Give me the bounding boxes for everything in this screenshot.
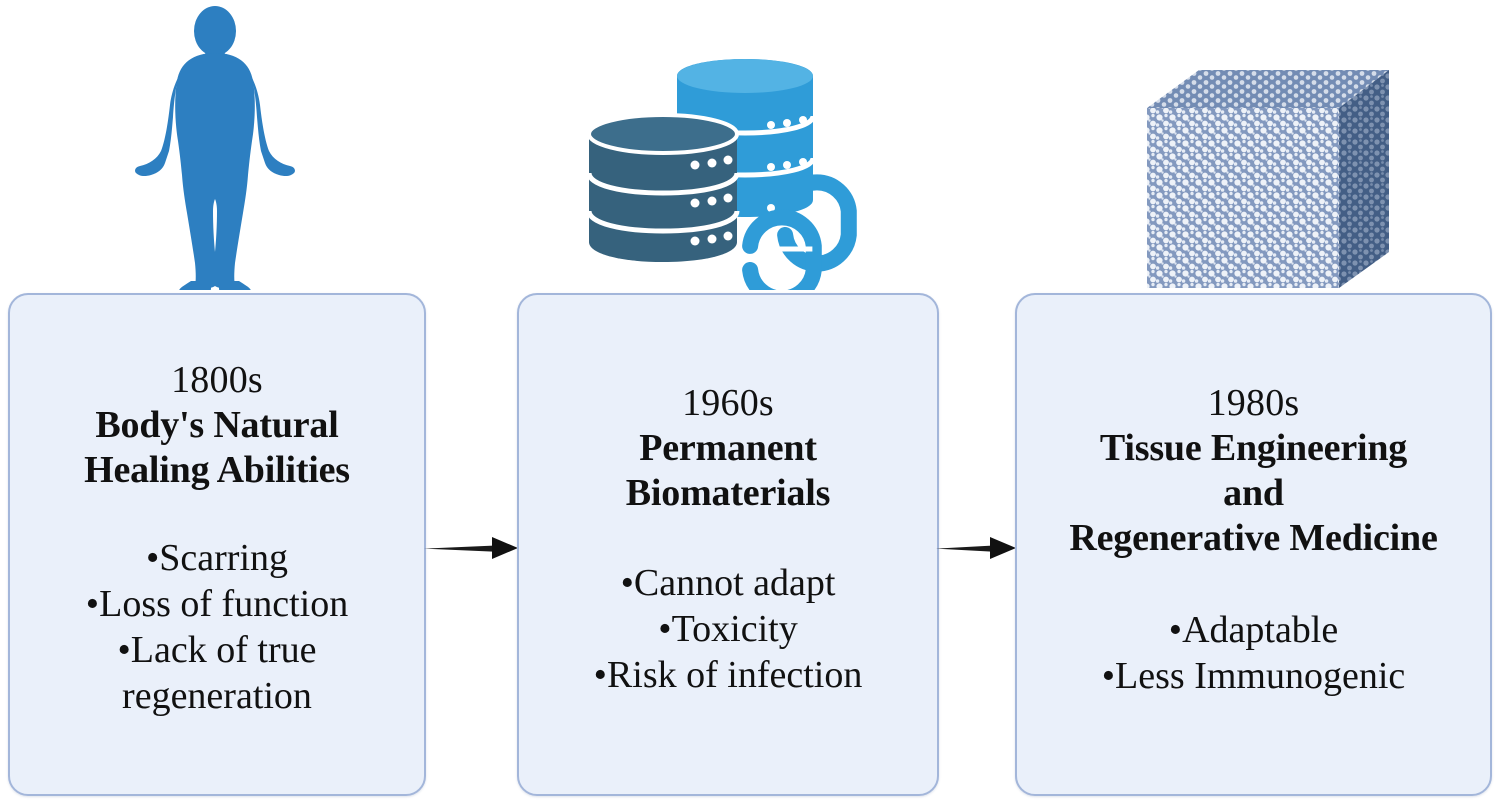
stage-title-line: and (1223, 472, 1284, 514)
bullet-glyph: • (85, 583, 100, 625)
chain-link-icon (742, 174, 857, 290)
stage-title-line: Regenerative Medicine (1069, 517, 1438, 559)
stage-title-line: Permanent (639, 427, 817, 469)
bullet-item-continuation: regeneration (86, 673, 348, 719)
stage-era-3: 1980s (1207, 382, 1300, 424)
bullet-glyph: • (658, 608, 672, 650)
porous-scaffold-cube-icon (1143, 62, 1393, 292)
stage-title-2: Permanent Biomaterials (625, 426, 831, 516)
bullet-text: Scarring (159, 537, 289, 579)
stage-title-line: Body's Natural (95, 404, 339, 446)
database-link-icon (585, 58, 870, 290)
bullet-item: •Adaptable (1102, 607, 1406, 653)
bullet-glyph: • (1101, 655, 1116, 697)
bullet-glyph: • (620, 562, 634, 604)
stage-box-1960s: 1960s Permanent Biomaterials •Cannot ada… (517, 293, 939, 796)
bullet-item: •Toxicity (594, 606, 863, 652)
bullet-text: Loss of function (99, 583, 349, 625)
stage-title-line: Healing Abilities (84, 449, 350, 491)
bullet-text: Adaptable (1182, 609, 1339, 651)
arrow-stage1-to-stage2 (424, 530, 520, 566)
stage-title-line: Biomaterials (625, 472, 831, 514)
stage-era-1: 1800s (171, 359, 263, 401)
bullet-text: Toxicity (671, 608, 798, 650)
bullet-item: •Less Immunogenic (1102, 653, 1406, 699)
stage-box-1980s: 1980s Tissue Engineering and Regenerativ… (1015, 293, 1492, 796)
arrow-stage2-to-stage3 (936, 530, 1018, 566)
bullet-text: Lack of true (130, 629, 317, 671)
stage-bullets-3: •Adaptable •Less Immunogenic (1102, 607, 1406, 699)
stage-box-1800s: 1800s Body's Natural Healing Abilities •… (8, 293, 426, 796)
bullet-item: •Risk of infection (594, 652, 863, 698)
bullet-glyph: • (117, 629, 131, 671)
stage-bullets-2: •Cannot adapt •Toxicity •Risk of infecti… (594, 560, 863, 698)
stage-bullets-1: •Scarring •Loss of function •Lack of tru… (86, 535, 348, 719)
bullet-item: •Cannot adapt (594, 560, 863, 606)
bullet-text: regeneration (122, 675, 312, 717)
bullet-text: Cannot adapt (633, 562, 836, 604)
bullet-text: Less Immunogenic (1115, 655, 1406, 697)
stage-title-1: Body's Natural Healing Abilities (84, 403, 350, 493)
human-body-icon (135, 5, 295, 290)
stage-title-line: Tissue Engineering (1099, 427, 1408, 469)
bullet-glyph: • (145, 537, 160, 579)
stage-era-2: 1960s (682, 382, 774, 424)
bullet-item: •Lack of true (86, 627, 348, 673)
bullet-item: •Scarring (86, 535, 348, 581)
bullet-item: •Loss of function (86, 581, 348, 627)
bullet-text: Risk of infection (606, 654, 863, 696)
bullet-glyph: • (1168, 609, 1183, 651)
stage-title-3: Tissue Engineering and Regenerative Medi… (1069, 426, 1437, 561)
bullet-glyph: • (593, 654, 607, 696)
